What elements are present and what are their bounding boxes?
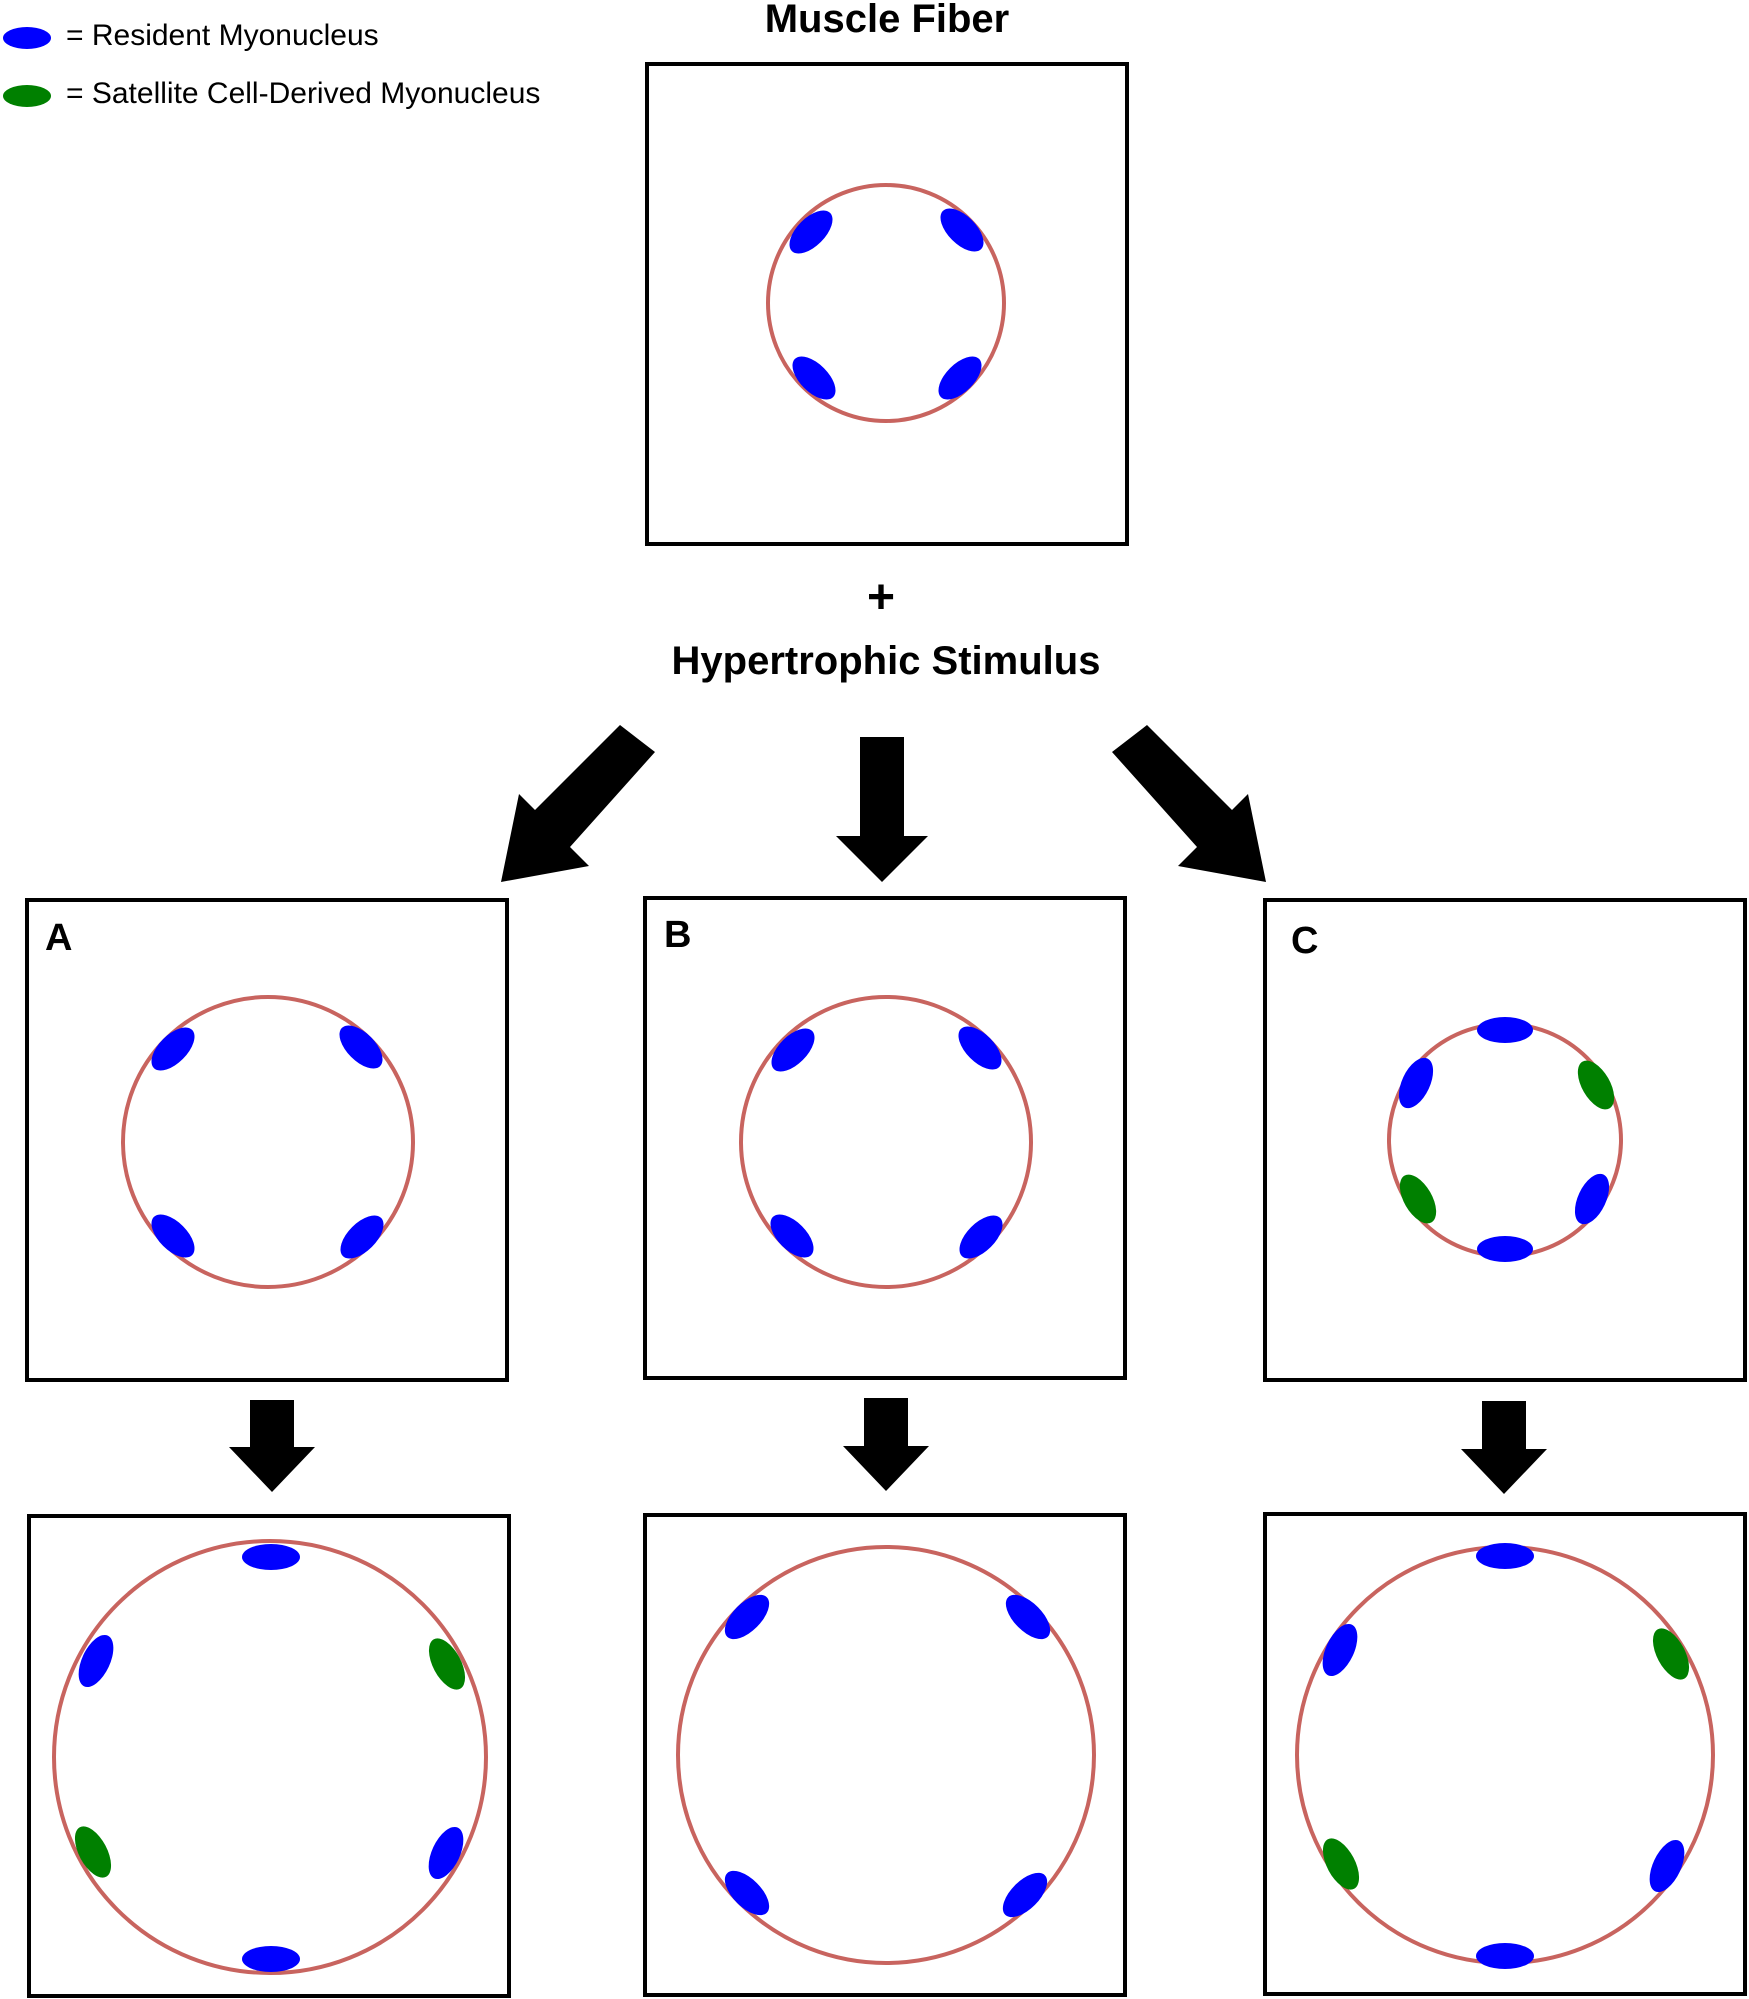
resident-myonucleus bbox=[958, 1026, 1002, 1070]
legend-satellite-label: = Satellite Cell-Derived Myonucleus bbox=[66, 77, 541, 110]
arrow-c-down bbox=[1461, 1401, 1547, 1494]
resident-myonucleus bbox=[151, 1214, 195, 1258]
satellite-myonucleus bbox=[1322, 1838, 1360, 1890]
resident-myonucleus bbox=[78, 1634, 114, 1688]
panel-b-result bbox=[643, 1513, 1127, 1997]
panel-b bbox=[643, 896, 1127, 1380]
resident-myonucleus bbox=[1002, 1872, 1048, 1918]
muscle-fiber bbox=[739, 995, 1033, 1289]
satellite-myonucleus bbox=[428, 1638, 466, 1690]
top-panel bbox=[645, 62, 1129, 546]
resident-myonucleus bbox=[792, 356, 836, 400]
resident-myonucleus bbox=[1476, 1543, 1534, 1569]
muscle-fiber bbox=[121, 995, 415, 1289]
diagram-title: Muscle Fiber bbox=[764, 0, 1010, 41]
plus-sign: + bbox=[866, 571, 896, 624]
resident-myonucleus bbox=[1322, 1623, 1358, 1677]
arrow-to-c bbox=[1112, 725, 1266, 882]
stimulus-label: Hypertrophic Stimulus bbox=[671, 639, 1101, 683]
resident-myonucleus bbox=[724, 1594, 770, 1640]
resident-myonucleus bbox=[1649, 1839, 1685, 1893]
arrow-a-down bbox=[229, 1400, 315, 1492]
satellite-myonucleus bbox=[1652, 1628, 1690, 1680]
resident-myonucleus bbox=[1477, 1236, 1533, 1262]
resident-myonucleus bbox=[428, 1826, 464, 1880]
arrow-b-down bbox=[843, 1398, 929, 1491]
resident-myonucleus bbox=[1398, 1057, 1434, 1109]
satellite-myonucleus bbox=[1399, 1174, 1437, 1224]
resident-myonucleus bbox=[340, 1215, 384, 1259]
resident-myonucleus bbox=[789, 210, 833, 254]
resident-myonucleus bbox=[1476, 1943, 1534, 1969]
muscle-fiber bbox=[676, 1545, 1096, 1965]
muscle-fiber bbox=[52, 1539, 488, 1975]
muscle-fiber bbox=[766, 183, 1006, 423]
resident-myonucleus bbox=[242, 1946, 300, 1972]
resident-myonucleus bbox=[724, 1870, 770, 1916]
satellite-myonucleus bbox=[74, 1826, 112, 1878]
resident-myonucleus bbox=[242, 1544, 300, 1570]
panel-a-label: A bbox=[45, 917, 73, 959]
panel-c-result bbox=[1263, 1512, 1747, 1996]
resident-myonucleus bbox=[771, 1028, 815, 1072]
resident-myonucleus bbox=[339, 1025, 383, 1069]
resident-myonucleus bbox=[959, 1215, 1003, 1259]
satellite-myonucleus bbox=[1577, 1060, 1615, 1110]
resident-myonucleus bbox=[151, 1027, 195, 1071]
arrow-to-a bbox=[501, 725, 655, 882]
resident-myonucleus bbox=[940, 208, 984, 252]
resident-myonucleus bbox=[938, 356, 982, 400]
legend-resident-swatch bbox=[3, 27, 51, 49]
arrow-to-b bbox=[836, 737, 928, 882]
resident-myonucleus bbox=[1477, 1017, 1533, 1043]
panel-c bbox=[1263, 898, 1747, 1382]
resident-myonucleus bbox=[770, 1214, 814, 1258]
panel-c-label: C bbox=[1291, 920, 1319, 962]
resident-myonucleus bbox=[1574, 1173, 1610, 1225]
panel-a bbox=[25, 898, 509, 1382]
legend-resident-label: = Resident Myonucleus bbox=[66, 19, 379, 52]
panel-b-label: B bbox=[664, 914, 692, 956]
panel-a-result bbox=[27, 1514, 511, 1998]
legend-satellite-swatch bbox=[3, 85, 51, 107]
resident-myonucleus bbox=[1005, 1594, 1051, 1640]
